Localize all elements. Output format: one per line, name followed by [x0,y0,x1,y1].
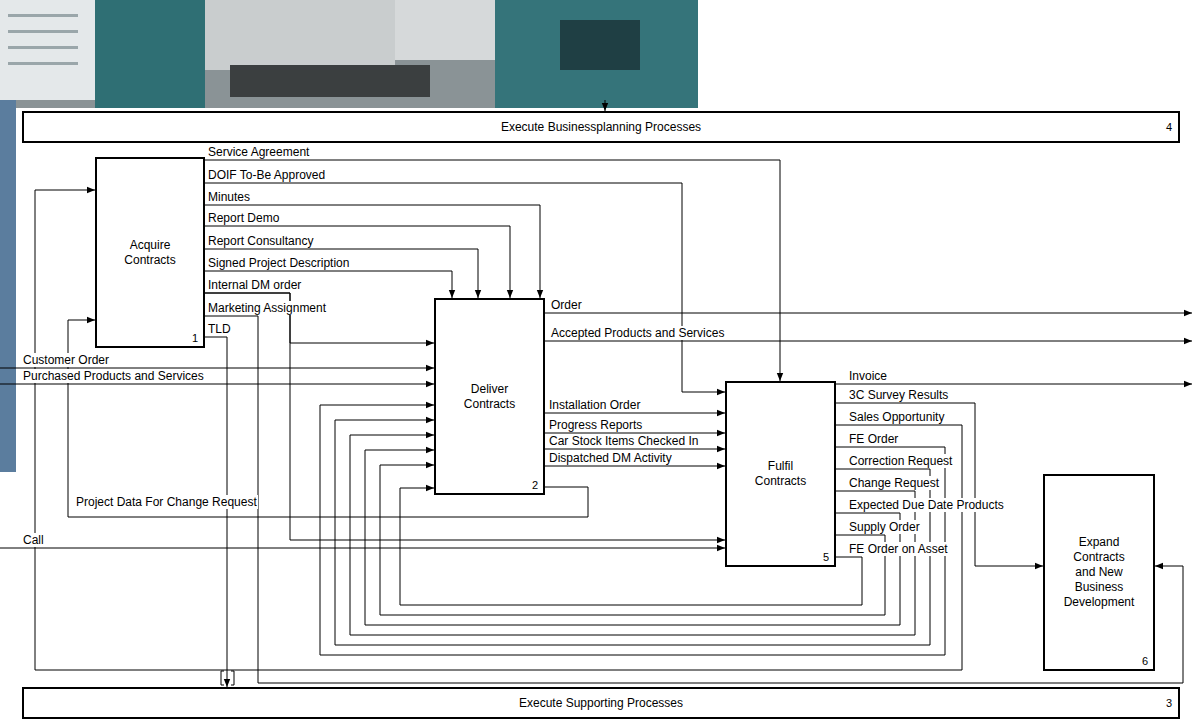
node-number: 1 [192,332,198,344]
output-arrow [545,341,1192,342]
flow-arrow [320,405,945,655]
activity-name: Expand Contracts and New Business Develo… [1062,535,1136,610]
arrow-label: FE Order [848,432,899,446]
flow-arrow [836,403,1043,566]
photo-detail [560,20,640,70]
arrow-label: Order [550,298,583,312]
photo-belt [230,65,430,97]
activity-box: Deliver Contracts 2 [434,298,545,495]
arrow-label: Accepted Products and Services [550,326,725,340]
activity-box: Expand Contracts and New Business Develo… [1043,474,1155,671]
arrow-label: Marketing Assignment [207,301,327,315]
node-number: 5 [823,551,829,563]
flow-arrow [205,271,452,298]
process-band: Execute Businessplanning Processes 4 [22,111,1180,143]
output-arrow [545,313,1192,314]
flow-arrow [205,337,227,687]
arrow-label: Car Stock Items Checked In [548,434,699,448]
photo-detail [95,0,205,108]
activity-name: Deliver Contracts [455,382,525,412]
machine-photo [0,0,698,472]
photo-detail [395,0,495,60]
node-number: 2 [532,479,538,491]
arrow-label: Service Agreement [207,145,310,159]
photo-detail [8,30,78,33]
node-number: 4 [1166,121,1172,133]
input-arrow [0,384,434,385]
arrow-label: Signed Project Description [207,256,350,270]
activity-name: Fulfil Contracts [746,459,816,489]
arrow-label: Correction Request [848,454,953,468]
node-number: 3 [1166,697,1172,709]
arrow-label: Dispatched DM Activity [548,451,673,465]
activity-name: Execute Supporting Processes [519,696,683,711]
arrow-label: Report Demo [207,211,280,225]
arrow-label: Internal DM order [207,278,302,292]
flow-arrow [205,226,510,298]
output-arrow [836,384,1192,385]
arrow-label: Call [22,533,45,547]
arrow-label: Purchased Products and Services [22,369,205,383]
control-arrow [605,100,606,111]
input-arrow [0,548,725,549]
arrow-label: Report Consultancy [207,234,314,248]
arrow-label: 3C Survey Results [848,388,949,402]
flow-arrow [35,190,962,670]
activity-name: Acquire Contracts [115,238,185,268]
arrow-label: Project Data For Change Request [75,495,258,509]
flow-arrow [545,449,725,450]
photo-strip [0,100,16,472]
photo-ground [0,0,698,108]
arrow-label: Expected Due Date Products [848,498,1005,512]
arrow-label: Sales Opportunity [848,410,945,424]
arrow-label: TLD [207,322,232,336]
arrow-label: Progress Reports [548,418,643,432]
flow-arrow [205,249,478,298]
photo-panel [0,0,95,100]
flow-arrow [205,205,540,298]
flow-arrow [205,293,434,343]
arrow-label: Minutes [207,190,251,204]
flow-arrow [205,293,725,540]
flow-arrow [335,420,930,645]
photo-detail [495,0,698,108]
arrow-label: FE Order on Asset [848,542,949,556]
photo-detail [205,0,395,70]
arrow-label: DOIF To-Be Approved [207,168,326,182]
photo-detail [8,14,78,17]
arrow-label: Change Request [848,476,940,490]
photo-detail [8,62,78,65]
node-number: 6 [1142,655,1148,667]
flow-arrow [545,466,725,467]
activity-box: Fulfil Contracts 5 [725,381,836,567]
arrow-label: Customer Order [22,353,110,367]
flow-arrow [545,413,725,414]
process-band: Execute Supporting Processes 3 [22,687,1180,719]
activity-box: Acquire Contracts 1 [95,157,205,348]
photo-detail [8,46,78,49]
arrow-label: Supply Order [848,520,921,534]
activity-name: Execute Businessplanning Processes [501,120,701,135]
arrow-label: Installation Order [548,398,641,412]
flow-arrow [205,316,1183,683]
arrow-label: Invoice [848,369,888,383]
